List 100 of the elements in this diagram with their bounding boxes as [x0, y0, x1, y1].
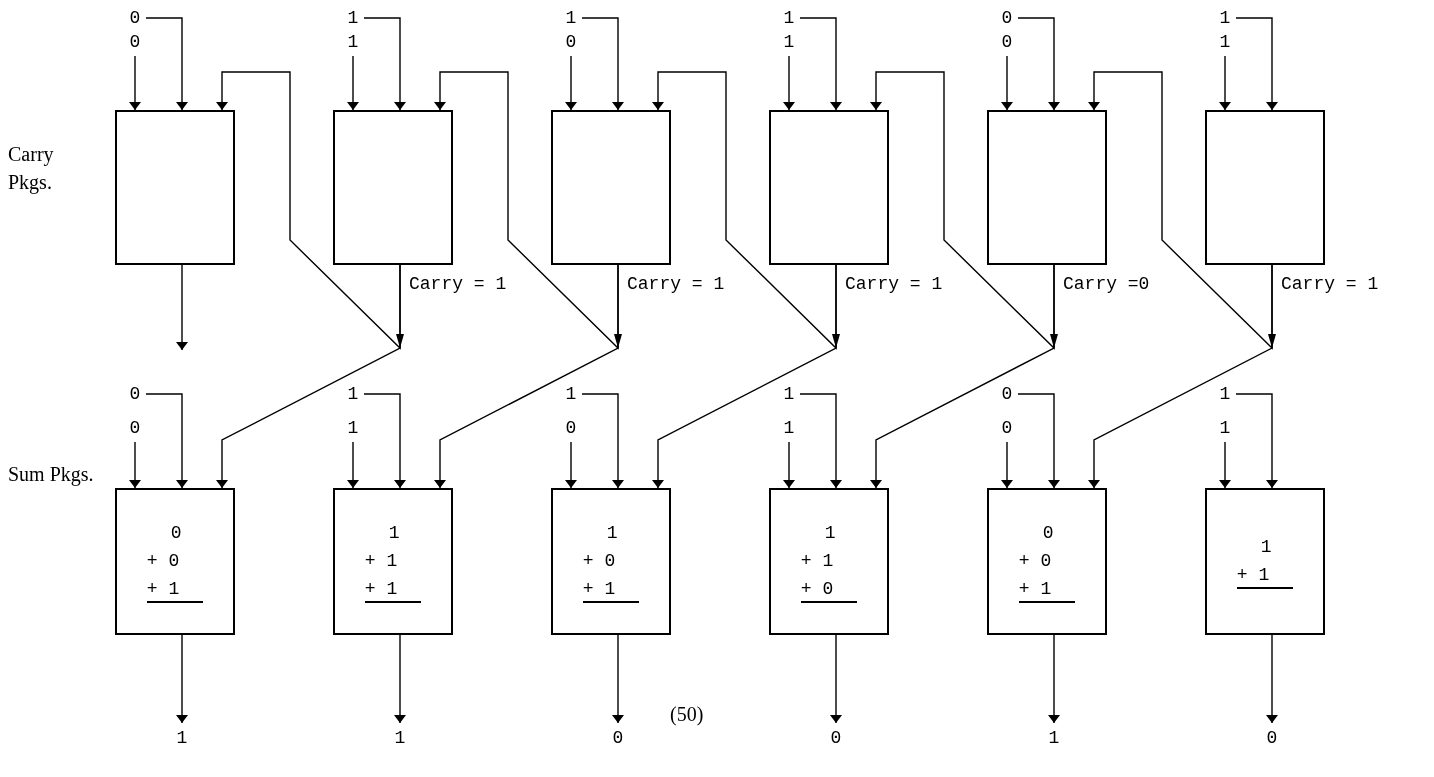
addend-text: + 0	[800, 576, 858, 603]
input-bit: 1	[1217, 416, 1233, 440]
addend-text: + 0	[1018, 549, 1052, 573]
input-bit: 1	[345, 382, 361, 406]
addend-text: 1	[387, 521, 400, 545]
arrow	[783, 441, 795, 489]
arrow	[216, 264, 401, 489]
page-number: (50)	[670, 702, 705, 728]
arrow	[652, 264, 837, 489]
arrow	[1017, 393, 1060, 489]
input-bit: 1	[781, 382, 797, 406]
arrow	[652, 71, 837, 350]
arrow	[1017, 17, 1060, 111]
input-bit: 0	[127, 382, 143, 406]
addend-text: + 1	[582, 576, 640, 603]
addend-text: + 0	[146, 549, 180, 573]
arrow	[870, 264, 1055, 489]
addend-text: 1	[605, 521, 618, 545]
input-bit: 0	[127, 6, 143, 30]
arrow	[1088, 264, 1273, 489]
input-bit: 0	[127, 30, 143, 54]
carry-package-box	[769, 110, 889, 265]
carry-package-box	[551, 110, 671, 265]
arrow	[581, 393, 624, 489]
sum-package-box	[115, 488, 235, 635]
carry-package-box	[1205, 110, 1325, 265]
arrow	[145, 17, 188, 111]
output-bit: 0	[1264, 726, 1280, 750]
arrow	[129, 55, 141, 111]
addend-text: 1	[1259, 535, 1272, 559]
input-bit: 1	[1217, 6, 1233, 30]
arrow	[1219, 441, 1231, 489]
input-bit: 1	[1217, 382, 1233, 406]
addend-text: + 0	[582, 549, 616, 573]
arrow	[870, 71, 1055, 350]
arrow	[1266, 634, 1278, 724]
output-bit: 1	[392, 726, 408, 750]
addend-text: + 1	[1236, 562, 1294, 589]
input-bit: 1	[563, 382, 579, 406]
arrow	[394, 634, 406, 724]
row-label: Sum Pkgs.	[8, 462, 95, 488]
arrow	[799, 17, 842, 111]
input-bit: 0	[999, 6, 1015, 30]
addend-text: + 1	[1018, 576, 1076, 603]
sum-package-box	[987, 488, 1107, 635]
input-bit: 0	[999, 416, 1015, 440]
arrow	[1001, 55, 1013, 111]
arrow	[347, 441, 359, 489]
sum-package-box	[769, 488, 889, 635]
input-bit: 0	[127, 416, 143, 440]
arrow	[1219, 55, 1231, 111]
arrow	[176, 634, 188, 724]
addend-text: 1	[823, 521, 836, 545]
input-bit: 1	[563, 6, 579, 30]
input-bit: 1	[781, 6, 797, 30]
arrow	[363, 17, 406, 111]
arrow	[145, 393, 188, 489]
output-bit: 0	[610, 726, 626, 750]
arrow	[434, 264, 619, 489]
input-bit: 1	[781, 416, 797, 440]
input-bit: 1	[781, 30, 797, 54]
arrow	[1235, 17, 1278, 111]
input-bit: 1	[345, 6, 361, 30]
arrow	[363, 393, 406, 489]
arrow	[129, 441, 141, 489]
output-bit: 1	[174, 726, 190, 750]
input-bit: 0	[563, 30, 579, 54]
sum-package-box	[1205, 488, 1325, 635]
input-bit: 0	[999, 30, 1015, 54]
sum-package-box	[333, 488, 453, 635]
arrow	[1235, 393, 1278, 489]
addend-text: + 1	[146, 576, 204, 603]
input-bit: 0	[999, 382, 1015, 406]
addend-text: 0	[1041, 521, 1054, 545]
arrow	[612, 634, 624, 724]
arrow	[581, 17, 624, 111]
input-bit: 1	[345, 30, 361, 54]
input-bit: 1	[1217, 30, 1233, 54]
output-bit: 0	[828, 726, 844, 750]
arrow	[830, 634, 842, 724]
addend-text: 0	[169, 521, 182, 545]
addend-text: + 1	[364, 549, 398, 573]
input-bit: 0	[563, 416, 579, 440]
arrow	[434, 71, 619, 350]
addend-text: + 1	[800, 549, 834, 573]
sum-package-box	[551, 488, 671, 635]
carry-package-box	[987, 110, 1107, 265]
arrow	[347, 55, 359, 111]
addend-text: + 1	[364, 576, 422, 603]
arrow	[783, 55, 795, 111]
arrow	[799, 393, 842, 489]
row-label: Carry Pkgs.	[8, 142, 55, 196]
arrow	[216, 71, 401, 350]
arrow	[565, 55, 577, 111]
arrow	[1048, 634, 1060, 724]
arrow	[1088, 71, 1273, 350]
carry-package-box	[115, 110, 235, 265]
carry-package-box	[333, 110, 453, 265]
output-bit: 1	[1046, 726, 1062, 750]
input-bit: 1	[345, 416, 361, 440]
